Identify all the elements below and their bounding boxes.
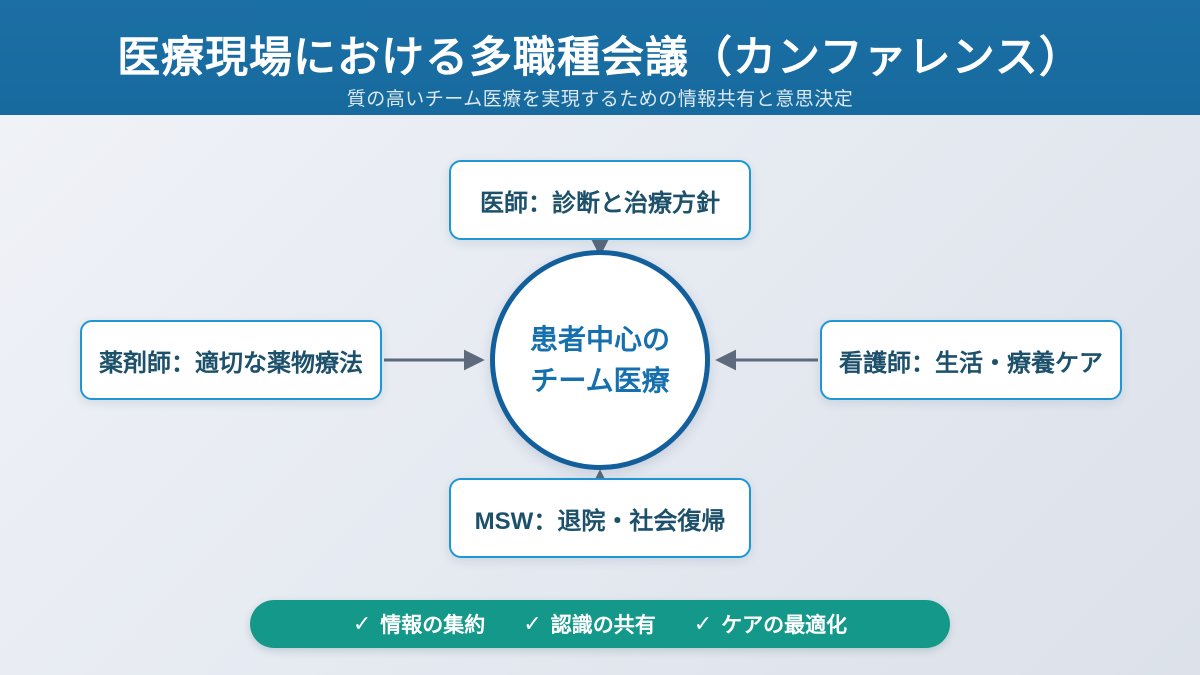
page-subtitle: 質の高いチーム医療を実現するための情報共有と意思決定 — [346, 89, 854, 110]
benefit-item: ✓ ケアの最適化 — [694, 609, 847, 639]
check-icon: ✓ — [523, 611, 542, 636]
node-nurse: 看護師：生活・療養ケア — [820, 320, 1122, 400]
check-icon: ✓ — [693, 611, 713, 636]
node-pharmacist: 薬剤師：適切な薬物療法 — [80, 320, 382, 400]
page-title: 医療現場における多職種会議（カンファレンス） — [117, 34, 1083, 82]
benefit-label: ケアの最適化 — [721, 614, 848, 637]
node-msw-label: MSW：退院・社会復帰 — [474, 507, 726, 535]
benefit-label: 認識の共有 — [550, 614, 656, 637]
check-icon: ✓ — [352, 611, 372, 636]
benefit-item: ✓ 認識の共有 — [523, 609, 655, 639]
benefit-label: 情報の集約 — [380, 614, 486, 637]
header-banner: 医療現場における多職種会議（カンファレンス） 質の高いチーム医療を実現するための… — [0, 0, 1200, 115]
node-msw: MSW：退院・社会復帰 — [449, 478, 751, 558]
benefit-item: ✓ 情報の集約 — [353, 609, 485, 639]
center-circle-line1: 患者中心の — [529, 324, 670, 355]
center-circle-line2: チーム医療 — [530, 365, 670, 396]
node-doctor-label: 医師：診断と治療方針 — [480, 189, 720, 217]
node-nurse-label: 看護師：生活・療養ケア — [839, 349, 1103, 377]
node-doctor: 医師：診断と治療方針 — [449, 160, 751, 240]
benefits-pill: ✓ 情報の集約 ✓ 認識の共有 ✓ ケアの最適化 — [250, 600, 950, 648]
node-pharmacist-label: 薬剤師：適切な薬物療法 — [99, 349, 363, 377]
center-circle: 患者中心の チーム医療 — [490, 250, 710, 470]
